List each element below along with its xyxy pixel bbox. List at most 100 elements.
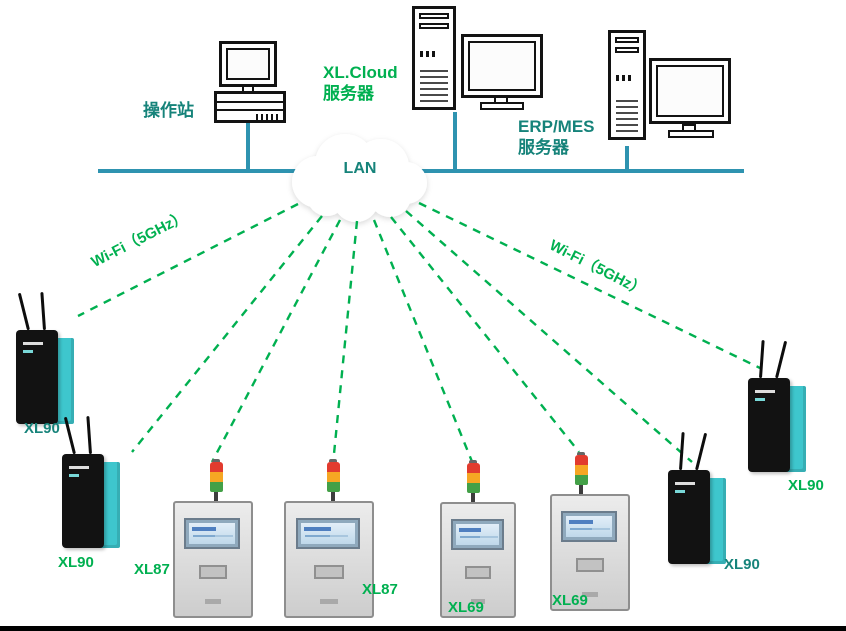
wifi-link-xl87-right bbox=[331, 220, 359, 465]
monitor-base bbox=[480, 102, 524, 110]
wireless-unit-body bbox=[668, 470, 710, 564]
device-label-xl87-right: XL87 bbox=[362, 581, 398, 598]
drive-bay bbox=[419, 23, 449, 29]
beacon-amber-light bbox=[466, 473, 480, 483]
monitor-base bbox=[668, 130, 714, 138]
xlcloud-label-line1: XL.Cloud bbox=[323, 63, 398, 82]
wifi-link-xl90-left-bottom bbox=[131, 215, 323, 453]
lan-cloud-shape bbox=[292, 134, 427, 222]
signal-tower-icon bbox=[209, 459, 223, 508]
hmi-screen bbox=[184, 517, 241, 550]
beacon-cap bbox=[469, 460, 477, 463]
device-label-xl90-right-bottom: XL90 bbox=[724, 556, 760, 573]
antenna-icon bbox=[695, 432, 708, 471]
operator-monitor bbox=[219, 41, 277, 87]
wifi-link-xl87-left bbox=[210, 219, 342, 463]
beacon-amber-light bbox=[209, 472, 223, 482]
antenna-icon bbox=[86, 415, 92, 455]
wifi-link-xl90-right-top bbox=[418, 201, 761, 370]
wireless-unit-body bbox=[748, 378, 790, 472]
monitor-screen bbox=[226, 48, 270, 80]
signal-tower-icon bbox=[326, 459, 340, 508]
beacon-red-light bbox=[574, 455, 588, 465]
erpmes-label-line1: ERP/MES bbox=[518, 117, 595, 136]
device-xl90-right-top bbox=[748, 339, 834, 476]
drive-bay bbox=[615, 37, 639, 43]
monitor-screen bbox=[656, 65, 724, 117]
device-label-xl87-left: XL87 bbox=[134, 561, 170, 578]
erpmes-server-label: ERP/MES 服务器 bbox=[518, 116, 595, 158]
xlcloud-server-label: XL.Cloud 服务器 bbox=[323, 62, 398, 104]
beacon-green-light bbox=[466, 483, 480, 493]
wifi-link-xl90-left-top bbox=[77, 202, 299, 318]
antenna-icon bbox=[759, 339, 765, 379]
beacon-green-light bbox=[326, 482, 340, 492]
beacon-green-light bbox=[574, 475, 588, 485]
panel-slot bbox=[576, 558, 604, 572]
beacon-pole bbox=[471, 493, 475, 509]
wifi-dashed-links bbox=[77, 201, 761, 465]
hmi-screen bbox=[450, 518, 504, 550]
beacon-pole bbox=[579, 485, 583, 501]
drive-bay bbox=[419, 13, 449, 19]
antenna-icon bbox=[17, 292, 30, 331]
device-label-xl90-left-bottom: XL90 bbox=[58, 554, 94, 571]
case-vents bbox=[256, 114, 278, 121]
beacon-cap bbox=[212, 459, 220, 462]
drive-bay bbox=[615, 47, 639, 53]
beacon-amber-light bbox=[574, 465, 588, 475]
operator-station-label: 操作站 bbox=[143, 101, 194, 120]
tower-vents bbox=[420, 66, 448, 102]
tower-vents bbox=[616, 96, 638, 132]
wireless-unit-body bbox=[16, 330, 58, 424]
beacon-red-light bbox=[326, 462, 340, 472]
erpmes-monitor bbox=[649, 58, 731, 124]
cabinet-xl87-left bbox=[157, 459, 269, 625]
cabinet-xl87-right bbox=[268, 459, 390, 625]
tower-buttons bbox=[420, 51, 436, 57]
signal-tower-icon bbox=[574, 452, 588, 501]
hmi-screen bbox=[561, 510, 618, 543]
beacon-pole bbox=[331, 492, 335, 508]
device-label-xl90-right-top: XL90 bbox=[788, 477, 824, 494]
beacon-cap bbox=[577, 452, 585, 455]
device-xl90-right-bottom bbox=[668, 431, 754, 568]
xlcloud-server-tower bbox=[412, 6, 456, 110]
monitor-screen bbox=[468, 41, 536, 91]
tower-buttons bbox=[616, 75, 632, 81]
beacon-green-light bbox=[209, 482, 223, 492]
lan-label: LAN bbox=[343, 160, 377, 177]
erpmes-server-tower bbox=[608, 30, 646, 140]
beacon-amber-light bbox=[326, 472, 340, 482]
xlcloud-monitor bbox=[461, 34, 543, 98]
panel-slot bbox=[199, 565, 227, 579]
xlcloud-label-line2: 服务器 bbox=[323, 84, 374, 103]
beacon-pole bbox=[214, 492, 218, 508]
cabinet-xl69-left bbox=[424, 460, 532, 625]
device-label-xl69-right: XL69 bbox=[552, 592, 588, 609]
wifi-link-xl69-right bbox=[390, 216, 580, 453]
device-label-xl69-left: XL69 bbox=[448, 599, 484, 616]
cabinet-body bbox=[550, 494, 630, 611]
device-xl90-left-top bbox=[16, 291, 102, 428]
beacon-cap bbox=[329, 459, 337, 462]
beacon-red-light bbox=[209, 462, 223, 472]
operator-desktop-case bbox=[214, 91, 286, 123]
wireless-unit-body bbox=[62, 454, 104, 548]
case-line bbox=[217, 109, 283, 111]
bottom-border-bar bbox=[0, 626, 846, 631]
antenna-icon bbox=[775, 340, 788, 379]
device-xl90-left-bottom bbox=[62, 415, 148, 552]
signal-tower-icon bbox=[466, 460, 480, 509]
erpmes-label-line2: 服务器 bbox=[518, 138, 569, 157]
case-line bbox=[217, 101, 283, 103]
panel-slot bbox=[465, 565, 491, 580]
device-label-xl90-left-top: XL90 bbox=[24, 420, 60, 437]
cabinet-xl69-right bbox=[534, 452, 646, 618]
wifi-link-xl90-right-bottom bbox=[405, 210, 693, 463]
cabinet-body bbox=[173, 501, 253, 618]
antenna-icon bbox=[679, 431, 685, 471]
antenna-icon bbox=[63, 416, 76, 455]
